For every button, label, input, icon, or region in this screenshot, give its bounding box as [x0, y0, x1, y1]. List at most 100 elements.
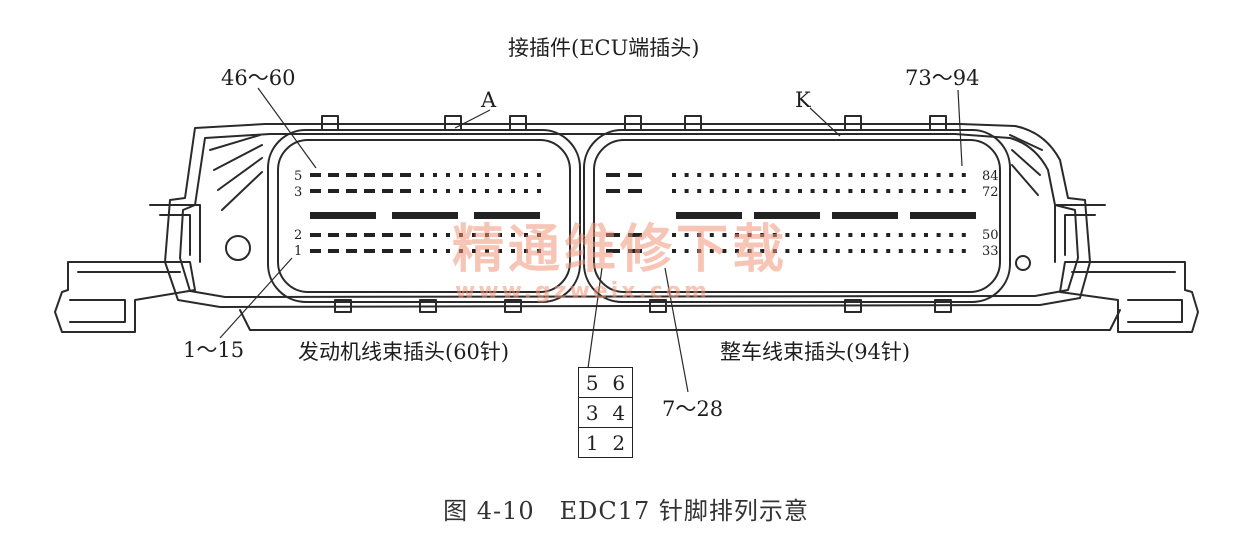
pin-dot [747, 249, 752, 253]
pin-dot [798, 189, 802, 193]
right-connector-inner [593, 139, 1001, 293]
pin-dot [924, 233, 928, 237]
pin-dot [697, 233, 702, 237]
pin-dot [835, 249, 840, 253]
pin-dot [446, 249, 450, 253]
pin-dot [810, 249, 815, 253]
range-73-94-label: 73～94 [905, 66, 980, 90]
pin-dot [785, 249, 790, 253]
pin-dot [785, 189, 790, 193]
right-side-ribs [1009, 134, 1106, 263]
pin-dash [364, 173, 375, 177]
pin-dot [459, 189, 463, 193]
pin-dot [760, 249, 765, 253]
pin-dot [924, 189, 928, 193]
right-mount-inner [1071, 271, 1183, 323]
pin-dot [798, 173, 802, 177]
pin-dash [606, 189, 620, 193]
pin-dot [672, 233, 676, 237]
pin-dot [898, 233, 903, 237]
pin-dot [420, 233, 424, 237]
pin-dot [735, 249, 739, 253]
pin-dot [772, 249, 777, 253]
pin-dot [747, 233, 752, 237]
pin-dash [346, 173, 357, 177]
pin-dot [511, 189, 515, 193]
pin-dash [606, 233, 620, 237]
bottom-tabs [334, 299, 952, 313]
pin-dot [772, 233, 777, 237]
pin-dot [886, 189, 891, 193]
left-row-number: 3 [294, 185, 303, 200]
pin-dot [420, 189, 424, 193]
pin-dot [785, 233, 790, 237]
pin-dot [886, 249, 891, 253]
figure-caption: 图 4-10 EDC17 针脚排列示意 [443, 497, 809, 525]
top-connector-label: 接插件(ECU端插头) [508, 36, 700, 60]
pin-dot [459, 233, 463, 237]
pin-dot [886, 233, 891, 237]
pin-dash [328, 233, 339, 237]
pin-dot [772, 189, 777, 193]
pin-dash [628, 233, 642, 237]
pin-dot [537, 233, 541, 237]
lower-sleeve [239, 309, 1121, 331]
pin-dash [364, 233, 375, 237]
pin-dot [911, 189, 916, 193]
pin-dot [835, 189, 840, 193]
pin-dash [400, 173, 411, 177]
pin-dot [420, 249, 424, 253]
pin-slot [392, 212, 458, 219]
pin-dot [485, 173, 489, 177]
pin-slot [474, 212, 540, 219]
pin-dot [848, 233, 853, 237]
pin-dot [709, 173, 714, 177]
pin-grid-cell: 1 [578, 427, 606, 458]
pin-dash [328, 189, 339, 193]
pin-dot [684, 233, 689, 237]
pin-dash [328, 249, 339, 253]
pin-dot [772, 173, 777, 177]
pin-dot [524, 249, 528, 253]
pin-dash [346, 249, 357, 253]
pin-dot [848, 249, 853, 253]
pin-dash [400, 233, 411, 237]
pin-dot [873, 233, 878, 237]
pin-dot [949, 249, 954, 253]
pin-dot [722, 173, 727, 177]
pin-slot [310, 212, 376, 219]
pin-dot [446, 233, 450, 237]
pin-dot [936, 233, 941, 237]
pin-grid-cell: 2 [605, 427, 633, 458]
pin-dot [848, 189, 853, 193]
pin-dot [498, 233, 502, 237]
pin-dot [709, 233, 714, 237]
watermark-url: www.gzweix.com [455, 279, 710, 304]
pin-dot [672, 189, 676, 193]
left-row-number: 2 [294, 228, 303, 243]
pin-dot [697, 189, 702, 193]
pin-dash [628, 173, 642, 177]
vehicle-harness-label: 整车线束插头(94针) [720, 340, 911, 364]
pin-dot [472, 233, 476, 237]
pin-grid-row: 1 2 [578, 427, 633, 458]
pin-dot [911, 249, 916, 253]
left-mount-inner [69, 271, 181, 323]
pin-dot [961, 233, 966, 237]
pin-grid-cell: 5 [578, 367, 606, 398]
top-tabs [321, 115, 947, 131]
pin-dot [722, 233, 727, 237]
pin-dot [949, 189, 954, 193]
pin-dot [936, 249, 941, 253]
pin-dot [511, 173, 515, 177]
pin-dot [823, 233, 828, 237]
leader-lines [219, 87, 963, 393]
left-side-ribs [149, 134, 263, 263]
right-row-number: 50 [982, 228, 999, 243]
pin-dot [498, 173, 502, 177]
pin-dot [898, 249, 903, 253]
pin-dot [936, 189, 941, 193]
pin-dash [310, 233, 321, 237]
pin-dot [924, 173, 928, 177]
left-row-number: 1 [294, 244, 303, 259]
